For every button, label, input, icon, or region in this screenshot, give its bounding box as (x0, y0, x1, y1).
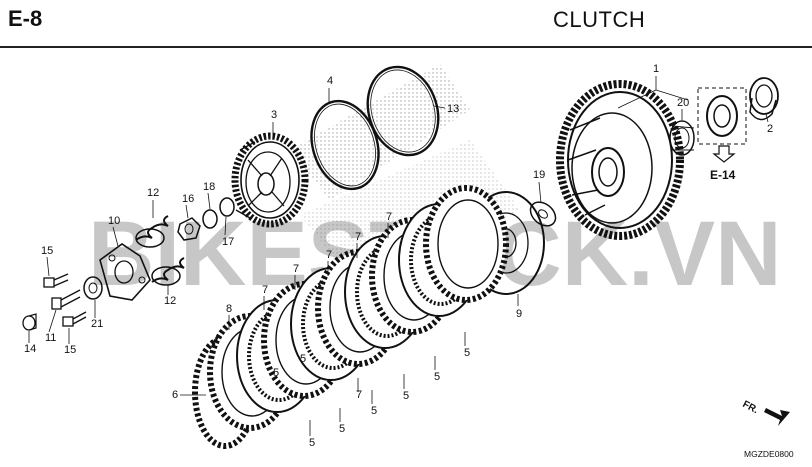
callout-p11[interactable]: 11 (45, 332, 56, 344)
clutch-plate-stack (192, 185, 509, 449)
wire-ring-13 (366, 65, 440, 157)
clutch-collar (749, 77, 779, 121)
lifter-rod (51, 289, 81, 310)
callout-p5f[interactable]: 5 (464, 347, 470, 359)
leader-p17-0 (224, 216, 227, 236)
bearing-group-box (697, 87, 747, 145)
needle-bearing (669, 120, 695, 156)
callout-p21[interactable]: 21 (91, 318, 103, 330)
friction-disc (423, 185, 509, 303)
callout-p19[interactable]: 19 (533, 169, 545, 181)
callout-p12a[interactable]: 12 (147, 187, 159, 199)
lock-washer (202, 209, 218, 229)
friction-disc-outer (423, 185, 509, 303)
diagram-title: CLUTCH (553, 7, 646, 32)
leader-p2-0 (765, 113, 769, 123)
plain-washer (219, 197, 235, 217)
friction-disc-inner (437, 199, 499, 289)
callout-p7c[interactable]: 7 (326, 249, 332, 261)
lock-nut (177, 217, 201, 241)
bolt-lower (62, 311, 87, 327)
section-reference-arrow (712, 145, 736, 163)
callout-p7b[interactable]: 7 (293, 263, 299, 275)
section-code: E-8 (8, 6, 43, 31)
callout-p15a[interactable]: 15 (41, 245, 53, 257)
callout-p1[interactable]: 1 (653, 63, 659, 75)
callout-p7d[interactable]: 7 (355, 231, 361, 243)
callout-p5d[interactable]: 5 (403, 390, 409, 402)
drawing-code: MGZDE0800 (744, 449, 794, 459)
leader-p13-0 (433, 105, 446, 109)
thrust-washer (529, 201, 557, 227)
wire-ring-13-inner (370, 69, 436, 153)
leader-p15a-0 (46, 256, 50, 277)
front-direction-label: FR. (741, 399, 761, 416)
callout-p5h[interactable]: 5 (300, 353, 306, 365)
callout-p14[interactable]: 14 (24, 343, 36, 355)
callout-p5e[interactable]: 5 (434, 371, 440, 383)
wire-ring-4-inner (314, 103, 376, 187)
front-direction-indicator: FR. (741, 399, 790, 426)
clutch-lifter-plate (99, 243, 151, 301)
callout-p9[interactable]: 9 (516, 308, 522, 320)
callout-p5g[interactable]: 5 (273, 367, 279, 379)
callout-p4[interactable]: 4 (327, 75, 333, 87)
callout-p2[interactable]: 2 (767, 123, 773, 135)
callout-p5c[interactable]: 5 (371, 405, 377, 417)
callout-p12b[interactable]: 12 (164, 295, 176, 307)
wire-ring-4 (310, 99, 380, 191)
callout-p7a[interactable]: 7 (262, 284, 268, 296)
callout-p16[interactable]: 16 (182, 193, 194, 205)
callout-p5b[interactable]: 5 (339, 423, 345, 435)
callout-p13[interactable]: 13 (447, 103, 459, 115)
clutch-spring-upper (135, 215, 169, 248)
shading-band-upper (290, 64, 470, 200)
callout-p20[interactable]: 20 (677, 97, 689, 109)
leader-p11-0 (48, 309, 57, 333)
clutch-spring-lower (151, 257, 185, 286)
callout-p5a[interactable]: 5 (309, 437, 315, 449)
bolt-upper (43, 273, 69, 288)
leader-p19-0 (538, 181, 542, 204)
callout-p15b[interactable]: 15 (64, 344, 76, 356)
callout-p18[interactable]: 18 (203, 181, 215, 193)
section-reference-label[interactable]: E-14 (710, 168, 736, 182)
callout-p3[interactable]: 3 (271, 109, 277, 121)
clutch-outer-housing (556, 80, 684, 240)
callout-p17[interactable]: 17 (222, 236, 234, 248)
callout-leaders (28, 76, 769, 436)
leader-p10-0 (112, 226, 119, 247)
clutch-center (231, 132, 309, 228)
lifter-bearing (83, 276, 103, 300)
callout-p10[interactable]: 10 (108, 215, 120, 227)
callout-p7f[interactable]: 7 (356, 389, 362, 401)
header-divider (0, 46, 812, 48)
callout-p7e[interactable]: 7 (386, 211, 392, 223)
lifter-piece (22, 313, 37, 331)
callout-p6[interactable]: 6 (172, 389, 178, 401)
front-direction-arrow (764, 408, 790, 426)
callout-p8[interactable]: 8 (226, 303, 232, 315)
leader-p16-0 (185, 204, 189, 219)
leader-p18-0 (207, 192, 211, 210)
leader-p1-1 (617, 89, 657, 109)
leader-p1-2 (655, 89, 689, 101)
